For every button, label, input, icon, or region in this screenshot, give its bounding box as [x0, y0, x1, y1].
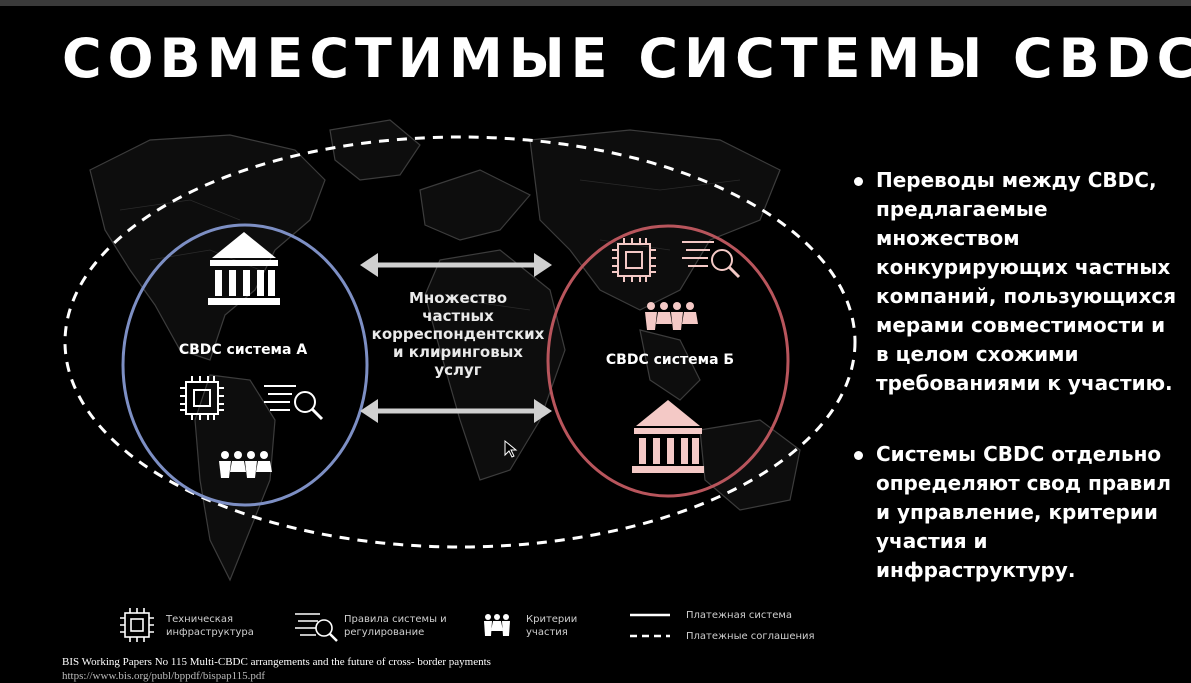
legend-rules-label: Правила системы и регулирование [344, 613, 447, 639]
double-arrow-top [360, 253, 552, 277]
system-b-ring [546, 224, 790, 498]
payment-arrangement-dashed-ellipse [63, 135, 857, 549]
legend-dashed-label: Платежные соглашения [686, 631, 815, 642]
source-citation: BIS Working Papers No 115 Multi-CBDC arr… [62, 656, 491, 668]
rules-magnifier-icon [682, 241, 741, 279]
system-a-ring [121, 223, 369, 507]
chip-icon [612, 238, 656, 282]
legend-criteria-label: Критерии участия [526, 613, 577, 639]
source-url: https://www.bis.org/publ/bppdf/bispap115… [62, 670, 266, 682]
legend-criteria-line: участия [526, 627, 568, 638]
services-line: услуг [434, 361, 482, 379]
bullet-list: Переводы между CBDC, предлагаемые множес… [850, 166, 1180, 585]
rules-magnifier-icon [264, 385, 324, 421]
bullet-text: Системы CBDC отдельно определяют свод пр… [876, 442, 1171, 582]
bank-icon [208, 232, 280, 305]
chip-icon [180, 376, 224, 420]
bullet-item: Системы CBDC отдельно определяют свод пр… [850, 440, 1180, 585]
bullet-dot-icon [854, 451, 863, 460]
legend-participants-icon [484, 614, 510, 636]
bullet-text: Переводы между CBDC, предлагаемые множес… [876, 168, 1177, 395]
slide-title: СОВМЕСТИМЫЕ СИСТЕМЫ CBDC [62, 27, 1191, 90]
legend-solid-label: Платежная система [686, 610, 793, 621]
legend-rules-line: регулирование [344, 627, 425, 638]
services-text: Множество частных корреспондентских и кл… [368, 289, 548, 379]
legend-tech-line: Техническая [166, 614, 233, 625]
legend-rules-icon [295, 613, 338, 642]
services-line: Множество [408, 289, 508, 307]
top-window-bar [0, 0, 1191, 6]
bullet-dot-icon [854, 177, 863, 186]
world-map-background [89, 119, 801, 582]
legend-tech-label: Техническая инфраструктура [166, 613, 254, 639]
services-line: корреспондентских [371, 325, 545, 343]
legend-tech-line: инфраструктура [166, 627, 254, 638]
bullet-item: Переводы между CBDC, предлагаемые множес… [850, 166, 1180, 398]
mouse-cursor-icon [504, 439, 518, 458]
services-line: частных [422, 307, 494, 325]
bank-icon [632, 400, 704, 473]
system-b-label: CBDC система Б [605, 352, 735, 368]
participants-icon [645, 302, 698, 330]
participants-icon [219, 451, 272, 478]
double-arrow-bottom [360, 399, 552, 423]
system-a-label: CBDC система А [178, 342, 308, 358]
legend-chip-icon [120, 608, 154, 642]
legend-criteria-line: Критерии [526, 614, 578, 625]
services-line: и клиринговых [393, 343, 523, 361]
legend-rules-line: Правила системы и [344, 614, 447, 625]
